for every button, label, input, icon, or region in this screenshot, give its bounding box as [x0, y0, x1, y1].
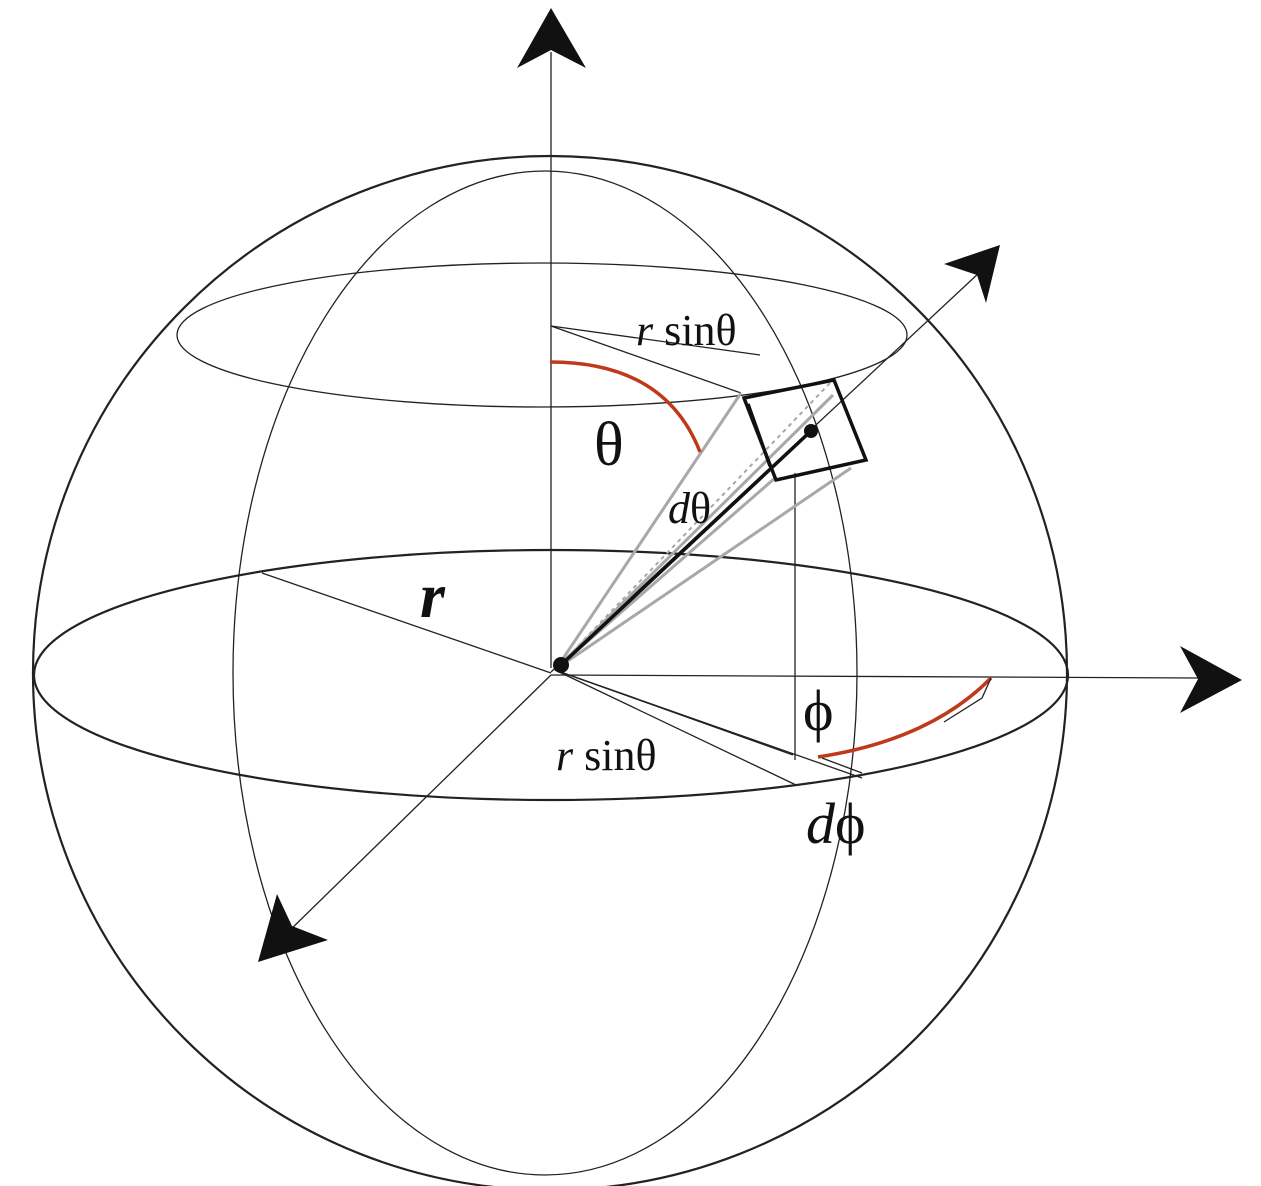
x-axis: [284, 674, 552, 936]
lower-rsin-line-b: [554, 669, 797, 786]
label-d-theta: dθ: [668, 484, 711, 533]
phi-arc: [817, 676, 993, 759]
label-theta: θ: [594, 411, 624, 479]
label-upper-r-sin-theta: r sinθ: [636, 306, 737, 355]
cone-edge: [555, 466, 852, 671]
sphere-outline: [32, 155, 1068, 1186]
upper-rsin-line-a: [550, 325, 761, 356]
label-lower-r-sin-theta: r sinθ: [556, 731, 657, 780]
label-r-radius: r: [420, 560, 446, 631]
label-d-phi: dϕ: [806, 791, 866, 856]
meridian-ellipse: [232, 170, 858, 1176]
upper-rsin-line-b: [550, 325, 742, 394]
cone-edge: [554, 392, 743, 670]
upper-latitude-circle: [176, 262, 908, 408]
radius-line: [261, 572, 552, 674]
volume-element: [741, 377, 869, 483]
cone-edge: [554, 393, 835, 671]
theta-arc: [549, 360, 702, 453]
cone-center-dotted: [555, 382, 831, 670]
label-phi: ϕ: [803, 678, 834, 743]
arrowhead-icon: [258, 894, 328, 962]
y-axis: [550, 674, 1201, 679]
arrowhead-icon: [1180, 646, 1242, 713]
phi-arc-tail: [943, 677, 992, 723]
point-marker-icon: [804, 424, 818, 438]
arrowhead-icon: [944, 245, 1000, 303]
position-vector: [559, 429, 813, 667]
dphi-tick-line: [821, 757, 863, 774]
point-marker-icon: [553, 657, 569, 673]
lower-rsin-line-c: [554, 669, 863, 779]
arrowhead-icon: [517, 8, 586, 68]
